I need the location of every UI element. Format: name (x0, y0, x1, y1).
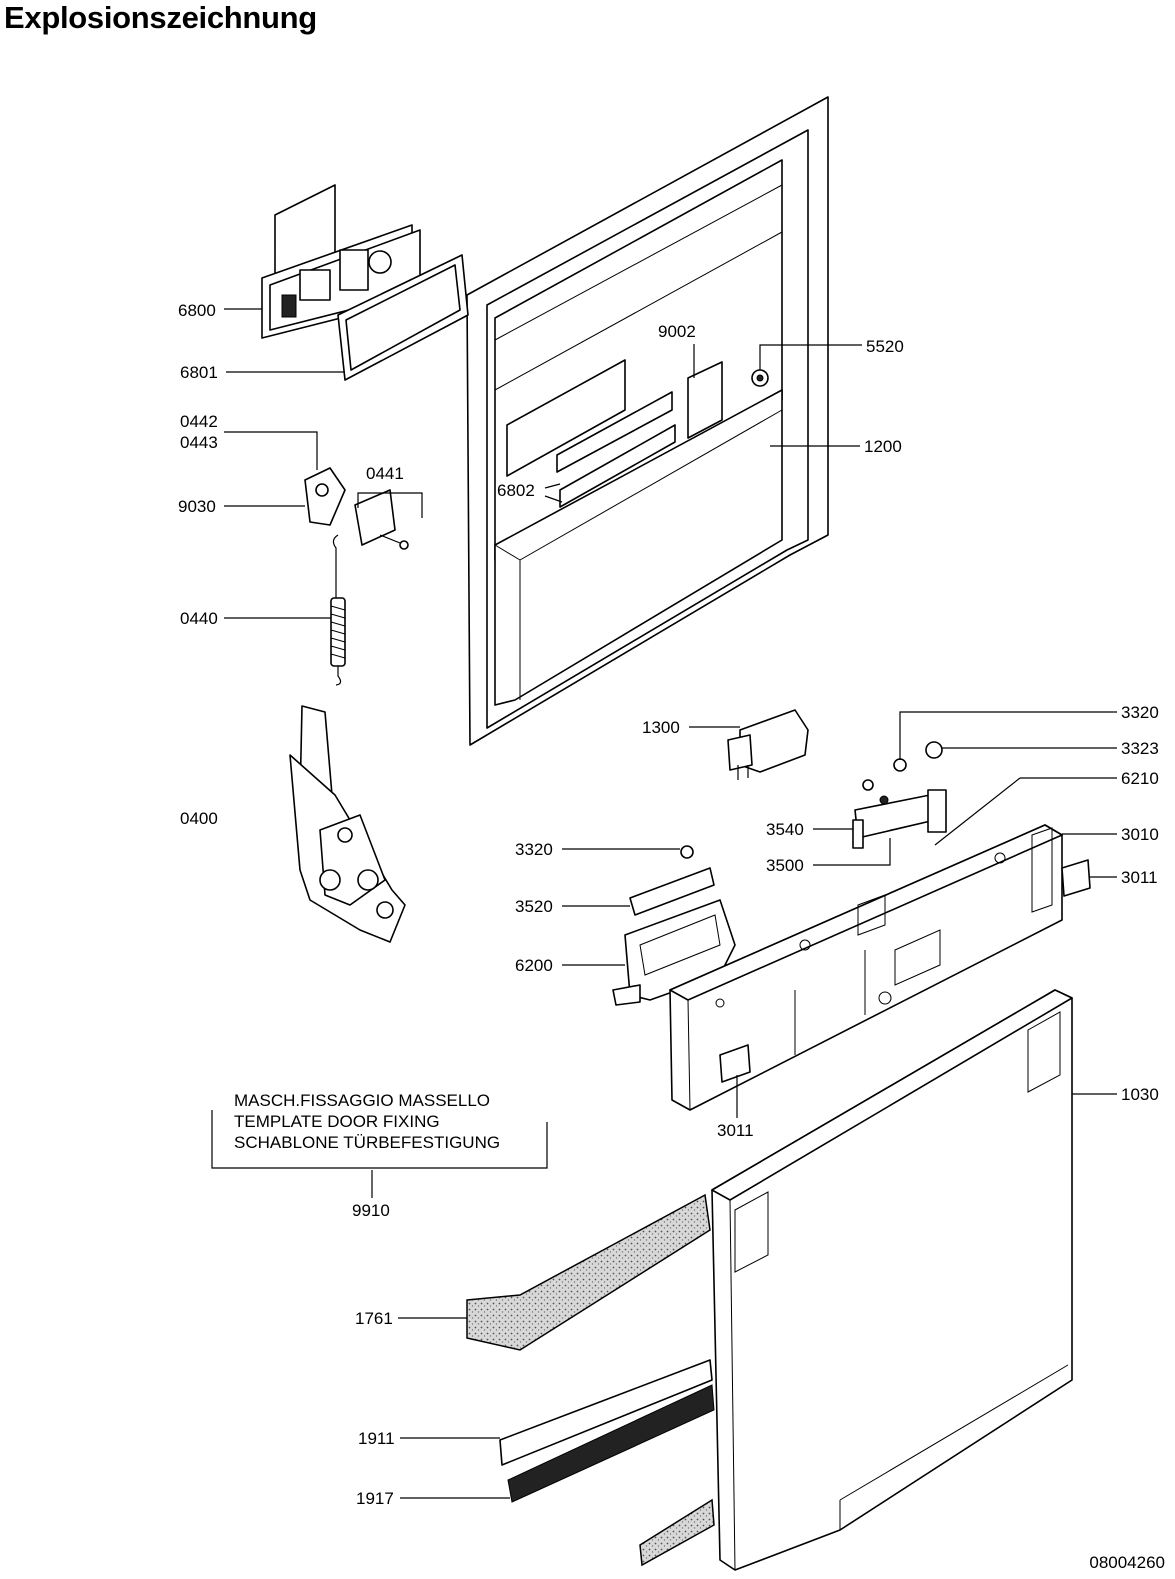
hinge-spring (330, 534, 346, 686)
part-label: 1911 (358, 1429, 395, 1448)
part-label: 1030 (1121, 1085, 1159, 1104)
outer-door-panel (711, 989, 1073, 1571)
part-label: 5520 (866, 337, 904, 356)
part-label: 3011 (1121, 868, 1158, 887)
door-hinge (289, 705, 406, 943)
template-note: MASCH.FISSAGGIO MASSELLO TEMPLATE DOOR F… (212, 1090, 547, 1170)
part-label: 3320 (515, 840, 553, 859)
part-label: 0442 (180, 412, 218, 431)
part-label: 3500 (766, 856, 804, 875)
inner-door-panel (466, 96, 829, 746)
switch-block (852, 779, 947, 849)
template-part-number: 9910 (352, 1201, 390, 1220)
part-label: 1761 (355, 1309, 393, 1328)
template-note-line: SCHABLONE TÜRBEFESTIGUNG (234, 1133, 501, 1152)
leader-lines (224, 308, 1117, 1499)
part-label: 9030 (178, 497, 216, 516)
part-label: 1917 (356, 1489, 394, 1508)
template-bracket (211, 1110, 548, 1169)
part-labels: 6800 6801 0442 0443 0441 9030 0440 0400 … (178, 301, 1159, 1508)
knob-3323 (925, 741, 943, 759)
page-title: Explosionszeichnung (4, 0, 317, 35)
door-lock-seal (337, 254, 469, 381)
part-label: 3540 (766, 820, 804, 839)
part-label: 6800 (178, 301, 216, 320)
hinge-bracket (304, 467, 346, 526)
part-label: 0441 (366, 464, 404, 483)
button-strip (629, 867, 715, 916)
part-label: 1300 (642, 718, 680, 737)
part-label: 3323 (1121, 739, 1159, 758)
part-label: 0440 (180, 609, 218, 628)
part-label: 0400 (180, 809, 218, 828)
template-note-line: TEMPLATE DOOR FIXING (234, 1112, 440, 1131)
control-panel (669, 824, 1091, 1111)
part-label: 1200 (864, 437, 902, 456)
template-note-line: MASCH.FISSAGGIO MASSELLO (234, 1091, 491, 1110)
profile-strip-1911 (499, 1359, 713, 1466)
knob-3320-mid (680, 845, 694, 859)
part-label: 3010 (1121, 825, 1159, 844)
part-label: 3320 (1121, 703, 1159, 722)
part-label: 6210 (1121, 769, 1159, 788)
insulation-strip (466, 1193, 711, 1351)
part-label: 3011 (717, 1121, 754, 1140)
door-lock-assembly (261, 184, 421, 339)
part-label: 6801 (180, 363, 218, 382)
hinge-clip (354, 489, 409, 550)
knob-3320-top (893, 758, 907, 772)
part-label: 9002 (658, 322, 696, 341)
document-number: 08004260 (1089, 1553, 1165, 1572)
lower-foam-strip (639, 1498, 715, 1567)
part-label: 3520 (515, 897, 553, 916)
part-label: 6200 (515, 956, 553, 975)
part-label: 0443 (180, 433, 218, 452)
part-label: 6802 (497, 481, 535, 500)
profile-strip-1917 (507, 1384, 715, 1503)
dispenser-part (727, 709, 809, 780)
